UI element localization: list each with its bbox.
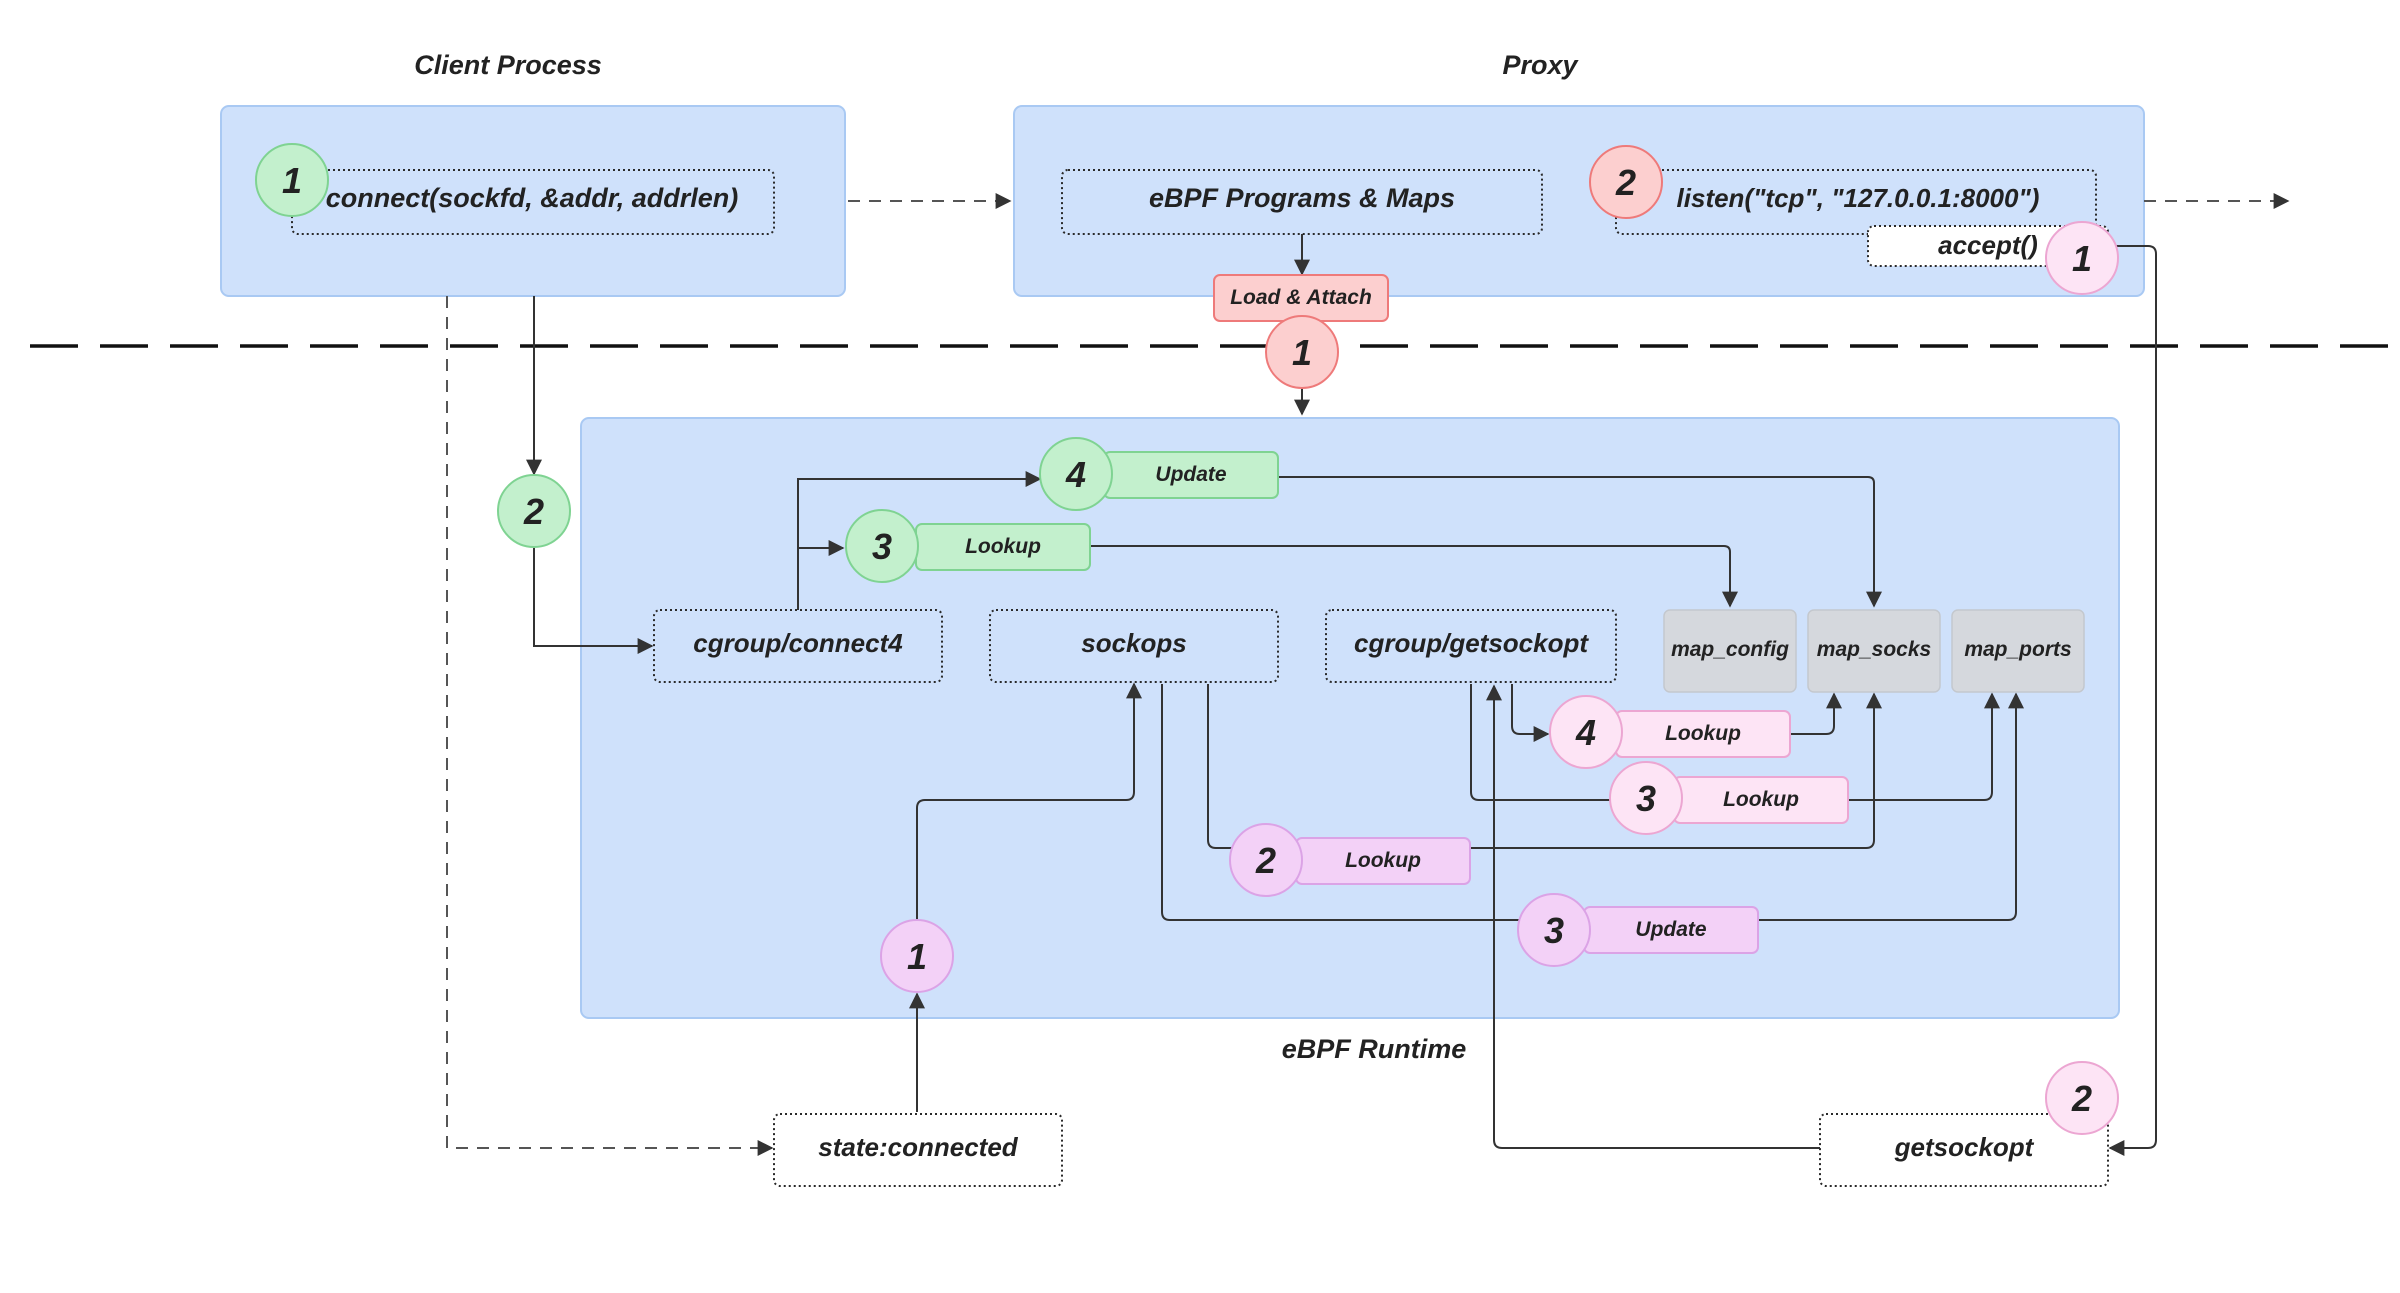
getsockopt-lookup4-step-number: 4 [1575, 712, 1596, 753]
sockops-update-to-map-ports-arrow [1758, 692, 2024, 921]
listen-step-circle [1589, 145, 1663, 219]
programs-maps-box [1061, 169, 1543, 235]
connect-lookup-label: Lookup [965, 535, 1041, 558]
load-attach-step-number: 1 [1292, 332, 1312, 373]
sockops-update-step-number: 3 [1544, 910, 1564, 951]
map-config-label: map_config [1671, 638, 1789, 661]
getsockopt-call-step-number: 2 [2071, 1078, 2092, 1119]
sockops-trigger-step-circle [880, 919, 954, 993]
lookup-to-map-config-arrow [1090, 545, 1738, 608]
getsockopt-to-cgroup-getsockopt-arrow [1486, 684, 1820, 1149]
connect-lookup-step-circle [845, 509, 919, 583]
load-attach-step-circle [1265, 315, 1339, 389]
connect-enter-step-number: 2 [523, 491, 544, 532]
proxy-title: Proxy [1502, 50, 1579, 80]
sockops-to-lookup-line [1207, 684, 1234, 849]
sockops-lookup-label: Lookup [1345, 849, 1421, 872]
map-ports-box [1951, 609, 2085, 693]
listen-step-number: 2 [1615, 162, 1636, 203]
getsockopt-call-label: getsockopt [1894, 1132, 2035, 1162]
sockops-program-label: sockops [1081, 628, 1187, 658]
ebpf-runtime-region [580, 417, 2120, 1019]
connect-update-label: Update [1155, 463, 1226, 486]
getsockopt-call-step-circle [2045, 1061, 2119, 1135]
getsockopt-program-box [1325, 609, 1617, 683]
map-ports-label: map_ports [1964, 638, 2071, 661]
sockops-lookup-step-number: 2 [1255, 840, 1276, 881]
getsockopt-lookup3-step-circle [1609, 761, 1683, 835]
connect-lookup-step-number: 3 [872, 526, 892, 567]
state-connected-box [773, 1113, 1063, 1187]
state-connected-label: state:connected [818, 1132, 1018, 1162]
sockops-program-box [989, 609, 1279, 683]
listen-call-label: listen("tcp", "127.0.0.1:8000") [1677, 183, 2040, 213]
map-config-box [1663, 609, 1797, 693]
map-socks-label: map_socks [1817, 638, 1931, 661]
connect-update-step-circle [1039, 437, 1113, 511]
connect-call-label: connect(sockfd, &addr, addrlen) [326, 183, 739, 213]
ebpf-runtime-title: eBPF Runtime [1282, 1034, 1467, 1064]
getsockopt-lookup4-label: Lookup [1665, 722, 1741, 745]
getsockopt-lookup3-label: Lookup [1723, 788, 1799, 811]
accept-step-circle [2045, 221, 2119, 295]
programs-maps-label: eBPF Programs & Maps [1149, 183, 1455, 213]
sockops-lookup-to-map-socks-arrow [1470, 692, 1882, 849]
connect-step-to-connect4-arrow [533, 548, 654, 654]
accept-to-getsockopt-arrow [2108, 245, 2157, 1156]
update-to-map-socks-arrow [1278, 476, 1882, 608]
connect4-to-lookup-arrow [797, 540, 845, 558]
wires [446, 193, 2290, 1156]
getsockopt-to-lookup3-line [1470, 684, 1610, 801]
connect4-to-update-arrow [797, 471, 1042, 610]
client-connect-step-circle [255, 143, 329, 217]
connect-update-step-number: 4 [1065, 454, 1086, 495]
client-connect-step-number: 1 [282, 160, 302, 201]
getsockopt-program-label: cgroup/getsockopt [1354, 628, 1589, 658]
sockops-lookup-step-circle [1229, 823, 1303, 897]
connect4-program-box [653, 609, 943, 683]
sockops-update-label: Update [1635, 918, 1706, 941]
client-process-title: Client Process [414, 50, 602, 80]
connect4-program-label: cgroup/connect4 [693, 628, 903, 658]
map-socks-box [1807, 609, 1941, 693]
client-to-state-arrow [446, 296, 774, 1156]
getsockopt-lookup4-step-circle [1549, 695, 1623, 769]
connect-enter-step-circle [497, 474, 571, 548]
lookup3-to-map-ports-arrow [1848, 692, 2000, 801]
sockops-to-update-line [1161, 684, 1520, 921]
load-attach-label: Load & Attach [1230, 286, 1372, 309]
trigger-to-sockops-arrow [916, 682, 1142, 928]
accept-call-label: accept() [1938, 230, 2038, 260]
getsockopt-call-box [1819, 1113, 2109, 1187]
getsockopt-to-lookup4-arrow [1511, 684, 1550, 742]
sockops-trigger-step-number: 1 [907, 936, 927, 977]
lookup4-to-map-socks-arrow [1790, 692, 1842, 735]
getsockopt-lookup3-step-number: 3 [1636, 778, 1656, 819]
sockops-update-step-circle [1517, 893, 1591, 967]
accept-step-number: 1 [2072, 238, 2092, 279]
